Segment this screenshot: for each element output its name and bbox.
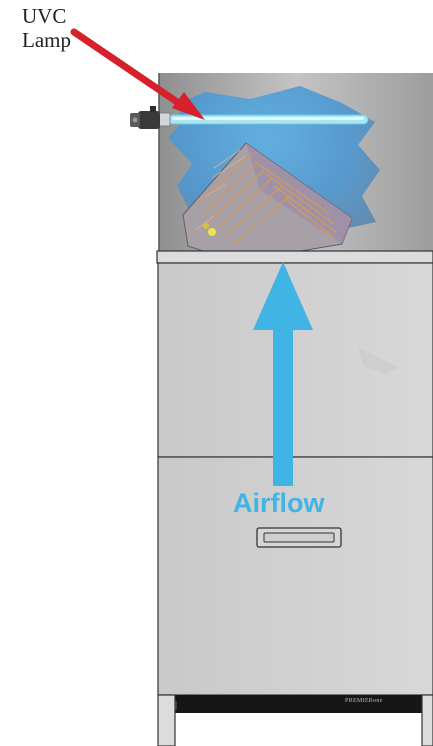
lamp-mount-icon (130, 106, 160, 129)
uvc-lamp-label-line1: UVC (22, 4, 71, 28)
cabinet-ledge (157, 251, 433, 263)
uvc-lamp-icon (158, 113, 368, 126)
brand-plate: PREMIERone (345, 698, 383, 704)
airflow-label: Airflow (233, 488, 325, 518)
uvc-lamp-label: UVC Lamp (22, 4, 71, 52)
vent-grille-icon (257, 528, 341, 547)
uvc-lamp-label-line2: Lamp (22, 28, 71, 52)
base-strip (158, 695, 433, 713)
